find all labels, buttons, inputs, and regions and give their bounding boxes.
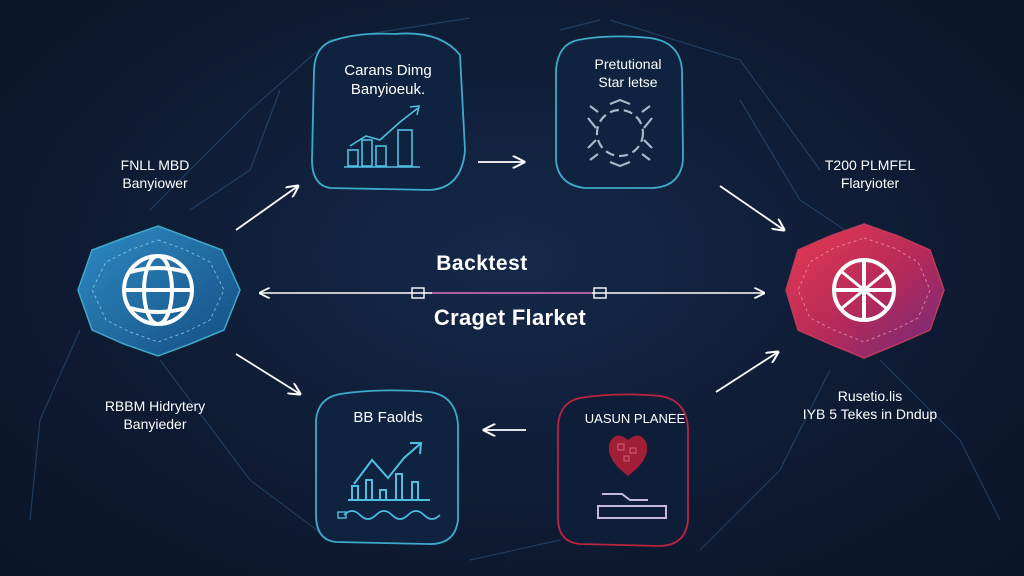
card-top-right-label: Pretutional Star letse bbox=[558, 56, 698, 91]
right-hub-top-label: T200 PLMFEL Flaryioter bbox=[790, 157, 950, 192]
right-hub-bottom-subtitle: IYB 5 Tekes in Dndup bbox=[802, 405, 938, 422]
card-bottom-left[interactable] bbox=[315, 389, 459, 545]
left-hub-node[interactable] bbox=[77, 225, 241, 357]
card-bottom-right[interactable] bbox=[557, 393, 689, 547]
card-bottom-left-label: BB Faolds bbox=[318, 409, 458, 428]
crosshair-target-icon bbox=[832, 258, 896, 322]
gear-ring-icon bbox=[587, 98, 653, 168]
right-hub-top-title: T200 PLMFEL bbox=[824, 157, 916, 173]
center-title-bottom: Craget Flarket bbox=[433, 305, 587, 330]
connector-node-right bbox=[593, 287, 607, 299]
connector-node-left bbox=[411, 287, 425, 299]
globe-icon bbox=[122, 254, 194, 326]
card-top-left-subtitle: Banyioeuk. bbox=[350, 80, 426, 98]
right-hub-top-subtitle: Flaryioter bbox=[840, 174, 900, 191]
card-bottom-right-title: UASUN PLANEE bbox=[584, 411, 686, 426]
background-network-lines bbox=[29, 17, 1001, 561]
arrow-left-hub-to-top-left bbox=[235, 186, 298, 231]
card-top-right-subtitle: Star letse bbox=[598, 73, 658, 90]
card-top-right[interactable] bbox=[555, 35, 684, 189]
card-top-left-title: Carans Dimg bbox=[344, 62, 432, 79]
heart-chip-icon bbox=[597, 435, 667, 519]
arrow-top-right-to-right-hub bbox=[719, 185, 784, 230]
card-bottom-left-title: BB Faolds bbox=[353, 409, 423, 426]
left-hub-top-title: FNLL MBD bbox=[120, 157, 190, 173]
line-chart-trend-icon bbox=[337, 442, 441, 520]
right-hub-bottom-title: Rusetio.lis bbox=[837, 388, 903, 404]
bar-chart-growth-icon bbox=[344, 105, 421, 168]
center-title-top: Backtest bbox=[436, 252, 528, 275]
arrow-left-hub-to-bottom-left bbox=[235, 353, 300, 394]
left-hub-bottom-title: RBBM Hidrytery bbox=[104, 398, 206, 414]
right-hub-node[interactable] bbox=[785, 223, 945, 359]
card-top-left-label: Carans Dimg Banyioeuk. bbox=[318, 62, 458, 100]
center-connector bbox=[260, 287, 764, 299]
left-hub-top-label: FNLL MBD Banyiower bbox=[80, 157, 230, 192]
left-hub-top-subtitle: Banyiower bbox=[122, 174, 188, 191]
left-hub-bottom-subtitle: Banyieder bbox=[123, 415, 187, 432]
card-top-left[interactable] bbox=[311, 32, 466, 191]
right-hub-bottom-label: Rusetio.lis IYB 5 Tekes in Dndup bbox=[770, 388, 970, 423]
left-hub-bottom-label: RBBM Hidrytery Banyieder bbox=[70, 398, 240, 433]
arrow-bottom-right-to-right-hub bbox=[715, 352, 778, 393]
card-top-right-title: Pretutional bbox=[594, 56, 662, 72]
connector-arrows bbox=[235, 162, 784, 430]
card-bottom-right-label: UASUN PLANEE bbox=[560, 411, 710, 427]
